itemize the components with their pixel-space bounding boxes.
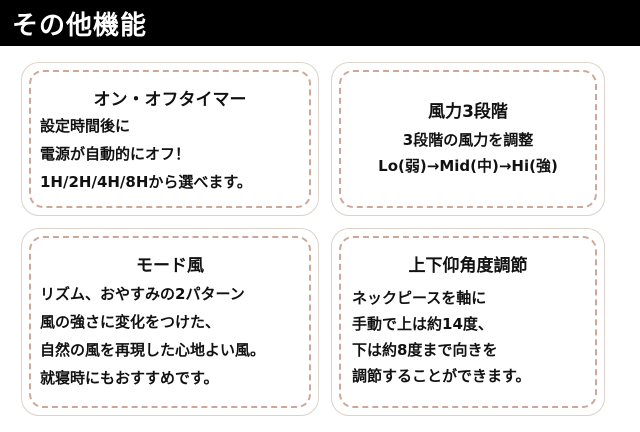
card-line: 手動で上は約14度、	[352, 315, 493, 333]
feature-card-mode-wind: モード風 リズム、おやすみの2パターン 風の強さに変化をつけた、 自然の風を再現…	[21, 228, 319, 416]
card-title: 風力3段階	[428, 102, 508, 122]
card-line: 自然の風を再現した心地よい風。	[40, 341, 266, 359]
feature-card-wind-power: 風力3段階 3段階の風力を調整 Lo(弱)→Mid(中)→Hi(強)	[331, 62, 605, 216]
page-title: その他機能	[12, 11, 148, 41]
card-line: 1H/2H/4H/8Hから選べます。	[40, 173, 252, 191]
card-line: Lo(弱)→Mid(中)→Hi(強)	[378, 157, 558, 175]
header-bar: その他機能	[0, 0, 640, 46]
card-line: リズム、おやすみの2パターン	[40, 285, 245, 303]
card-title: オン・オフタイマー	[93, 90, 247, 110]
card-line: 下は約8度まで向きを	[352, 341, 498, 359]
card-line: ネックピースを軸に	[352, 289, 487, 307]
card-line: 就寝時にもおすすめです。	[40, 369, 219, 387]
card-title: 上下仰角度調節	[408, 256, 528, 276]
card-line: 調節することができます。	[352, 367, 531, 385]
card-title: モード風	[136, 256, 204, 276]
card-line: 風の強さに変化をつけた、	[40, 313, 221, 331]
card-line: 設定時間後に	[40, 117, 131, 135]
card-line: 電源が自動的にオフ！	[40, 145, 191, 163]
feature-card-angle-adjust: 上下仰角度調節 ネックピースを軸に 手動で上は約14度、 下は約8度まで向きを …	[331, 228, 605, 416]
feature-card-timer: オン・オフタイマー 設定時間後に 電源が自動的にオフ！ 1H/2H/4H/8Hか…	[21, 62, 319, 216]
card-line: 3段階の風力を調整	[402, 131, 534, 149]
